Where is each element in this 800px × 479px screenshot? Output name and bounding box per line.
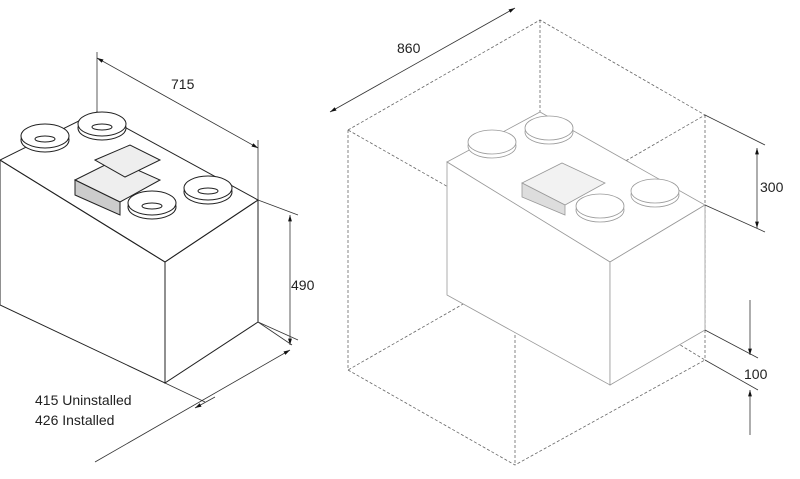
connector-blocks	[73, 144, 162, 216]
depth-installed-label: 426 Installed	[35, 412, 115, 428]
depth-uninstalled-label: 415 Uninstalled	[35, 392, 132, 408]
clearance-width-label: 860	[397, 40, 421, 56]
width-label: 715	[171, 76, 195, 92]
dimension-lines-left	[94, 52, 299, 463]
dimension-lines-right	[329, 7, 766, 435]
unit-right	[446, 111, 706, 386]
height-label: 490	[291, 277, 315, 293]
bottom-clearance-label: 100	[744, 366, 768, 382]
top-clearance-label: 300	[760, 179, 784, 195]
unit-left	[0, 111, 259, 384]
